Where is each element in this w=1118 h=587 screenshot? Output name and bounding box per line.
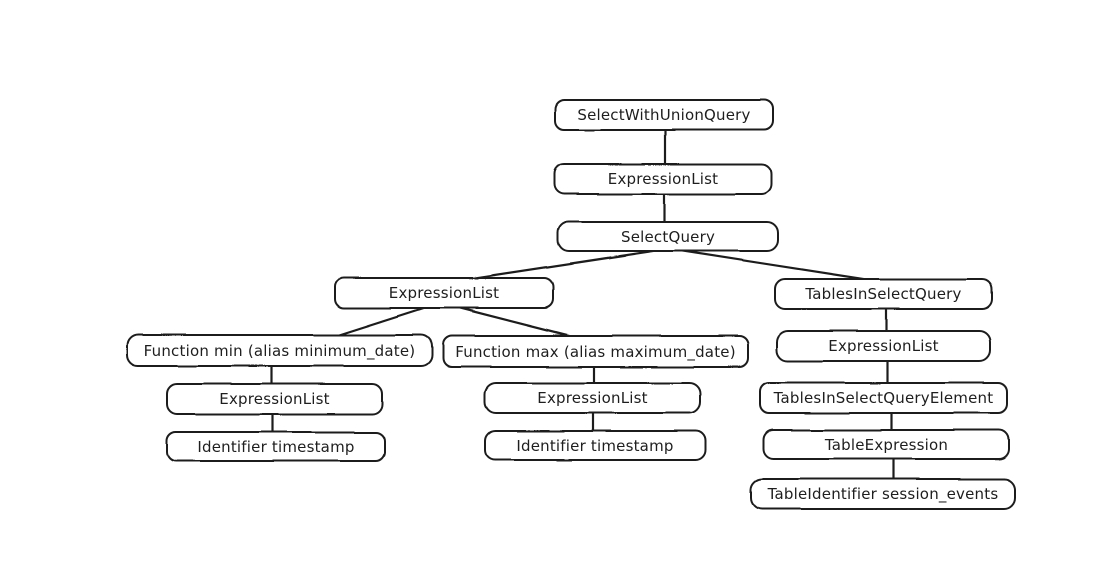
edge-select-query-to-expression-list-2 bbox=[460, 247, 668, 282]
node-expression-list-1: ExpressionList bbox=[607, 170, 719, 188]
node-identifier-timestamp-2: Identifier timestamp bbox=[516, 436, 674, 455]
edge-expression-list-2-to-function-min bbox=[331, 304, 432, 339]
edge-expression-list-2-to-function-max bbox=[450, 304, 579, 340]
node-box-tables-in-select-query-element bbox=[759, 382, 1008, 414]
node-box-expression-list-2 bbox=[334, 277, 554, 309]
node-function-min: Function min (alias minimum_date) bbox=[143, 341, 416, 360]
node-box-identifier-timestamp-2 bbox=[484, 430, 706, 461]
node-select-with-union-query: SelectWithUnionQuery bbox=[577, 106, 751, 124]
node-expression-list-2: ExpressionList bbox=[388, 284, 500, 302]
node-box-tables-in-select-query bbox=[774, 278, 993, 310]
node-select-query: SelectQuery bbox=[620, 227, 716, 246]
node-table-identifier: TableIdentifier session_events bbox=[767, 485, 999, 503]
node-expression-list-3: ExpressionList bbox=[219, 390, 330, 408]
node-box-table-identifier bbox=[750, 478, 1016, 510]
node-function-max: Function max (alias maximum_date) bbox=[455, 342, 736, 361]
node-table-expression: TableExpression bbox=[824, 435, 949, 454]
node-identifier-timestamp-1: Identifier timestamp bbox=[197, 437, 355, 456]
node-box-expression-list-3 bbox=[166, 383, 383, 415]
node-box-function-max bbox=[442, 335, 749, 368]
node-box-expression-list-5 bbox=[776, 330, 991, 362]
node-box-identifier-timestamp-1 bbox=[166, 431, 386, 462]
node-expression-list-5: ExpressionList bbox=[828, 337, 939, 355]
edge-select-query-to-tables-in-select-query bbox=[668, 247, 878, 283]
node-box-expression-list-1 bbox=[553, 163, 773, 195]
node-tables-in-select-query-element: TablesInSelectQueryElement bbox=[773, 389, 994, 407]
node-box-select-with-union-query bbox=[554, 99, 774, 131]
node-box-select-query bbox=[557, 221, 779, 252]
node-box-function-min bbox=[126, 334, 433, 367]
node-tables-in-select-query: TablesInSelectQuery bbox=[805, 285, 962, 303]
node-expression-list-4: ExpressionList bbox=[537, 389, 648, 407]
node-box-table-expression bbox=[763, 429, 1010, 460]
node-box-expression-list-4 bbox=[484, 382, 701, 414]
